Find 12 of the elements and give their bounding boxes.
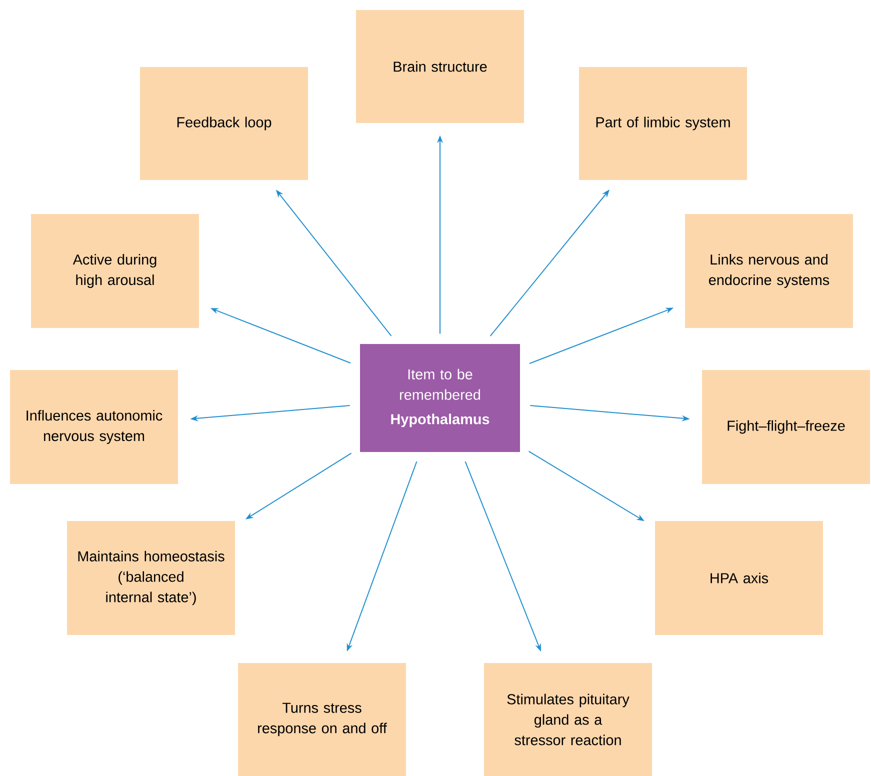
concept-box: Part of limbic system bbox=[579, 67, 747, 180]
concept-box: Feedback loop bbox=[140, 67, 308, 180]
concept-box: Active during high arousal bbox=[31, 214, 199, 328]
center-box: Item to be remembered Hypothalamus bbox=[360, 344, 520, 452]
concept-box: Influences autonomic nervous system bbox=[10, 370, 178, 484]
concept-box: Stimulates pituitary gland as a stressor reaction bbox=[484, 663, 652, 776]
concept-box: Turns stress response on and off bbox=[238, 663, 406, 776]
concept-box: Maintains homeostasis (‘balanced internal state’) bbox=[67, 521, 235, 635]
concept-box: HPA axis bbox=[655, 521, 823, 635]
concept-box: Fight–flight–freeze bbox=[702, 370, 870, 484]
concept-box: Links nervous and endocrine systems bbox=[685, 214, 853, 328]
concept-box: Brain structure bbox=[356, 10, 524, 123]
